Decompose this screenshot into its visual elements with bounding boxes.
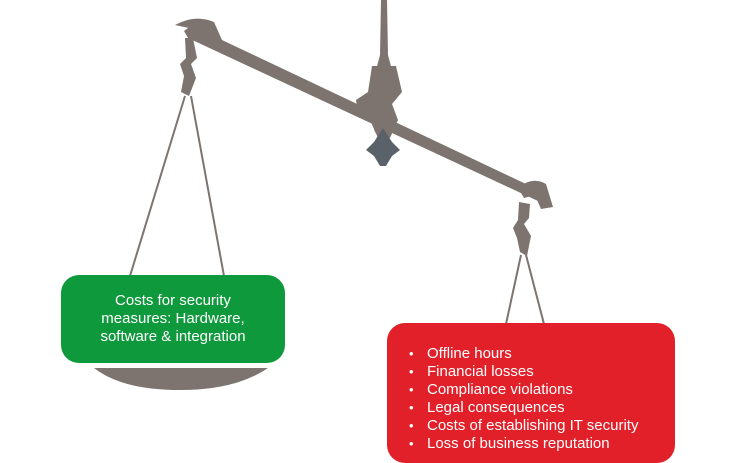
list-item: Offline hours xyxy=(407,345,665,363)
security-costs-line: measures: Hardware, xyxy=(101,310,245,327)
pointer-knob xyxy=(366,128,400,166)
left-hanger xyxy=(180,38,197,96)
left-chain-left xyxy=(129,95,186,277)
left-pan xyxy=(94,368,268,390)
list-item: Loss of business reputation xyxy=(407,435,665,453)
list-item: Financial losses xyxy=(407,363,665,381)
right-chain-left xyxy=(505,254,522,325)
balance-scale-illustration xyxy=(94,0,553,390)
fulcrum-pin xyxy=(374,120,390,136)
right-beam-cap xyxy=(518,180,553,209)
security-costs-panel: Costs for security measures: Hardware, s… xyxy=(61,275,285,363)
hanging-rod xyxy=(376,0,392,70)
right-chain-right xyxy=(525,254,545,325)
security-costs-line: Costs for security xyxy=(115,292,231,309)
right-hanger xyxy=(513,202,531,256)
list-item: Compliance violations xyxy=(407,381,665,399)
list-item: Costs of establishing IT security xyxy=(407,417,665,435)
security-costs-line: software & integration xyxy=(100,328,246,345)
list-item: Legal consequences xyxy=(407,399,665,417)
security-costs-text: Costs for security measures: Hardware, s… xyxy=(100,292,245,346)
left-beam-cap xyxy=(175,18,222,42)
fulcrum-ornament xyxy=(356,66,402,138)
left-chain-right xyxy=(190,95,225,277)
insecurity-consequences-panel: Offline hours Financial losses Complianc… xyxy=(387,323,675,463)
consequences-list: Offline hours Financial losses Complianc… xyxy=(407,345,665,453)
